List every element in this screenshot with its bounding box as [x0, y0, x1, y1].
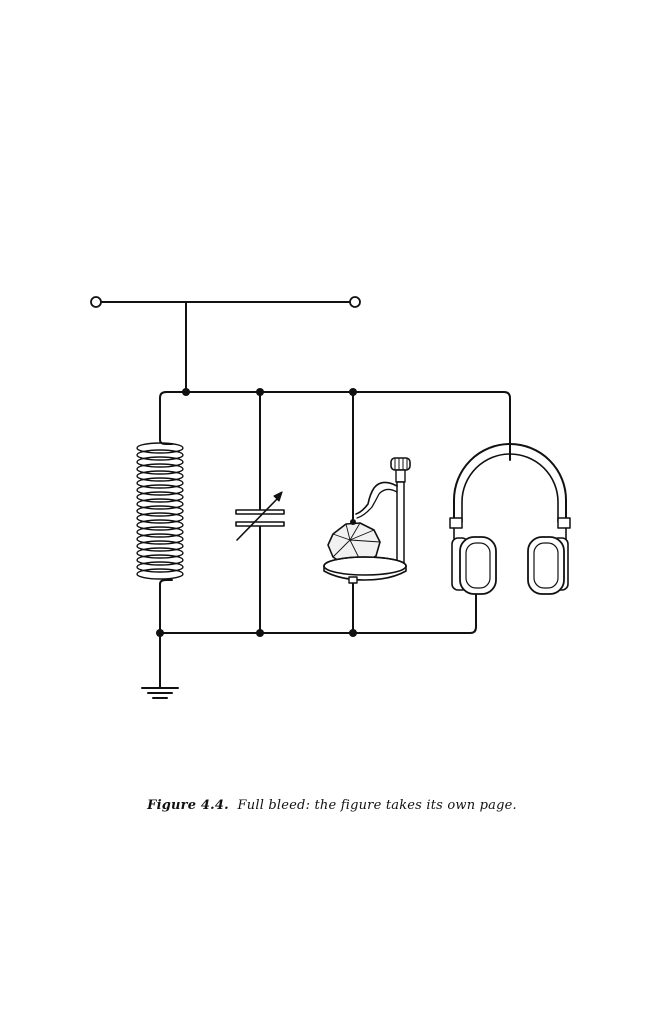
top-bus-wire: [159, 391, 511, 461]
tuning-coil: [136, 431, 184, 593]
right-ear-cup: [527, 536, 569, 595]
variable-capacitor: [235, 391, 285, 634]
capacitor-plate-bottom: [235, 521, 285, 527]
antenna: [90, 296, 361, 393]
bottom-bus-wire: [159, 591, 477, 634]
figure-caption-text: Full bleed: the figure takes its own pag…: [237, 798, 517, 813]
crystal-detector: [323, 391, 411, 634]
figure-caption-label: Figure 4.4.: [147, 798, 229, 813]
antenna-terminal-right: [349, 296, 361, 308]
left-ear-cup: [451, 536, 497, 595]
capacitor-plate-top: [235, 509, 285, 515]
ground-icon: [141, 632, 179, 699]
capacitor-arrow-icon: [273, 491, 283, 502]
antenna-terminal-left: [90, 296, 102, 308]
figure-caption: Figure 4.4. Full bleed: the figure takes…: [0, 798, 664, 813]
headphones-icon: [449, 443, 571, 595]
